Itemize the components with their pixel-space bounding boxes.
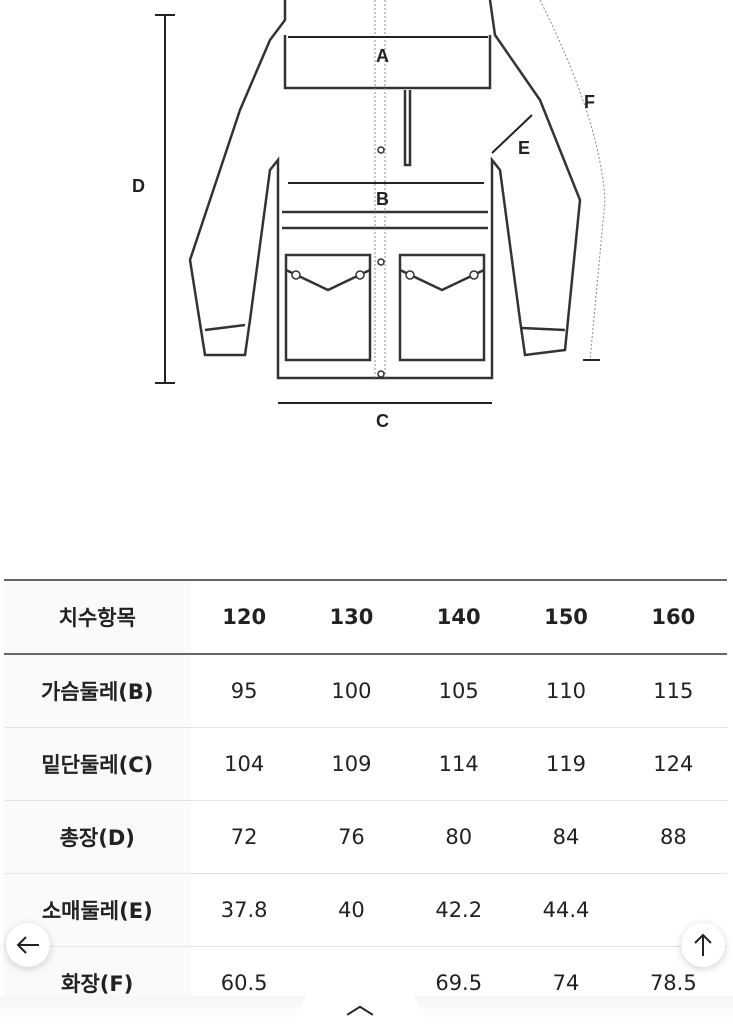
label-b: B: [376, 189, 389, 209]
back-button[interactable]: [6, 923, 50, 967]
cell-value: 37.8: [190, 873, 298, 947]
cell-value: 84: [512, 800, 620, 874]
arrow-left-icon: [16, 936, 39, 954]
label-d: D: [132, 176, 145, 196]
header-size: 120: [190, 579, 298, 655]
cell-value: 88: [619, 800, 727, 874]
cell-value: 104: [190, 727, 298, 801]
label-c: C: [376, 411, 389, 431]
cell-value: 44.4: [512, 873, 620, 947]
row-label: 가슴둘레(B): [4, 654, 191, 728]
row-label: 밑단둘레(C): [4, 727, 191, 801]
header-size: 140: [405, 579, 513, 655]
arrow-up-icon: [694, 933, 712, 956]
cell-value: 109: [297, 727, 406, 801]
cell-value: 80: [405, 800, 513, 874]
table-header-row: 치수항목 120 130 140 150 160: [4, 579, 727, 655]
cell-value: 76: [297, 800, 406, 874]
jacket-size-diagram: A B C D E F: [132, 0, 606, 431]
header-size: 160: [619, 579, 727, 655]
scroll-top-button[interactable]: [681, 923, 725, 967]
cell-value: 95: [190, 654, 298, 728]
cell-value: 110: [512, 654, 620, 728]
cell-value: 40: [297, 873, 406, 947]
label-a: A: [376, 46, 389, 66]
header-size: 130: [297, 579, 406, 655]
cell-value: 105: [405, 654, 513, 728]
cell-value: 100: [297, 654, 406, 728]
cell-value: 124: [619, 727, 727, 801]
bottom-sheet-handle[interactable]: [290, 996, 430, 1024]
cell-value: 72: [190, 800, 298, 874]
label-e: E: [518, 138, 530, 158]
cell-value: 114: [405, 727, 513, 801]
header-size: 150: [512, 579, 620, 655]
label-f: F: [584, 92, 595, 112]
cell-value: 119: [512, 727, 620, 801]
cell-value: 115: [619, 654, 727, 728]
chevron-up-icon: [346, 1005, 374, 1016]
row-label: 총장(D): [4, 800, 191, 874]
header-label: 치수항목: [4, 579, 191, 655]
cell-value: 42.2: [405, 873, 513, 947]
